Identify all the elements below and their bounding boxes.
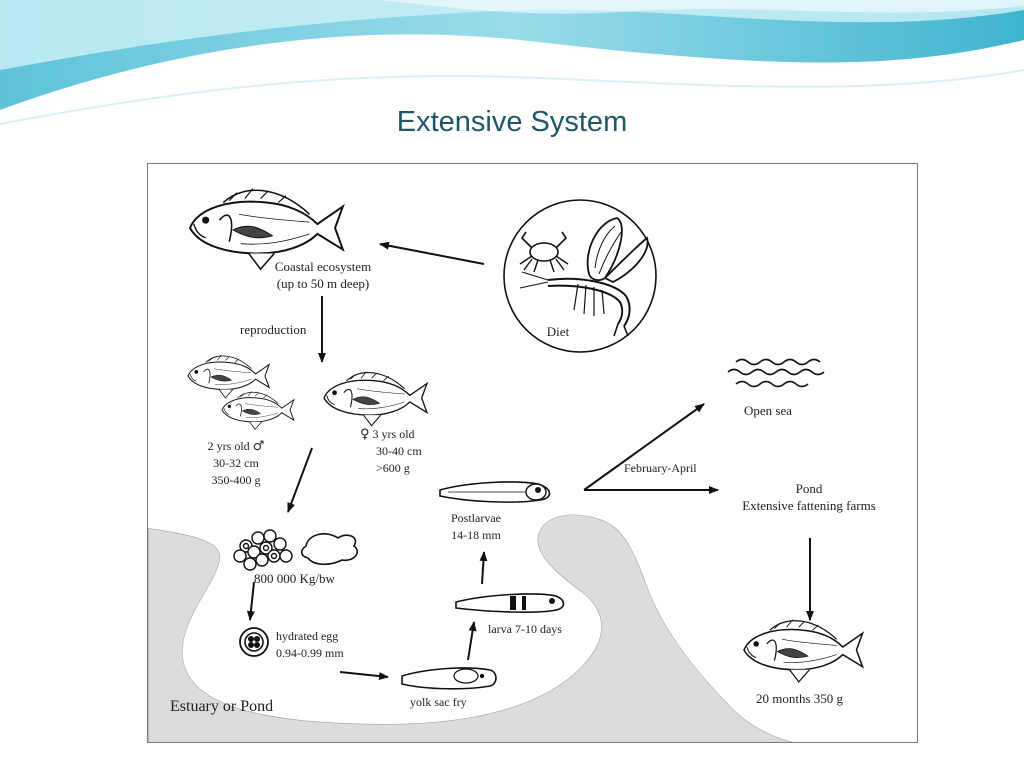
coastal-label: Coastal ecosystem (up to 50 m deep) — [254, 258, 392, 292]
shrimp-drawing — [519, 271, 631, 337]
coastal-label-line1: Coastal ecosystem — [274, 259, 372, 274]
arrow-hydrated-to-fry — [339, 671, 389, 681]
yolk-sac-label: yolk sac fry — [410, 695, 467, 709]
female-age: 3 yrs old — [372, 427, 415, 441]
pond-line2: Extensive fattening farms — [742, 498, 876, 513]
female-weight: >600 g — [376, 461, 410, 475]
eggs-drawing — [233, 529, 293, 571]
diet-circle — [503, 199, 657, 353]
postlarvae-line2: 14-18 mm — [451, 528, 501, 542]
female-info: ♀ 3 yrs old 30-40 cm >600 g — [360, 426, 450, 477]
arrow-diet-to-coastal — [379, 241, 485, 265]
pond-label: Pond Extensive fattening farms — [726, 480, 892, 514]
male-symbol: ♂ — [252, 439, 265, 454]
arrow-to-open-sea — [583, 403, 705, 491]
postlarvae-line1: Postlarvae — [451, 511, 501, 525]
pond-line1: Pond — [795, 481, 823, 496]
hydrated-egg-label: hydrated egg 0.94-0.99 mm — [276, 628, 344, 662]
larva-drawing — [455, 593, 565, 613]
diagram-drawing — [148, 164, 917, 742]
male-length: 30-32 cm — [213, 456, 259, 470]
postlarvae-drawing — [439, 481, 551, 503]
final-label: 20 months 350 g — [756, 691, 844, 706]
arrow-eggs-to-hydrated — [246, 581, 255, 621]
eggs-label: 800 000 Kg/bw — [254, 571, 335, 586]
male-age-row: 2 yrs old ♂ — [192, 438, 280, 455]
female-symbol: ♀ — [360, 427, 370, 442]
egg-mass-drawing — [300, 533, 358, 566]
open-sea-waves-drawing — [727, 358, 825, 388]
wave-banner — [0, 0, 1024, 125]
season-label: February-April — [624, 461, 697, 475]
crab-drawing — [519, 231, 569, 273]
arrow-larva-to-postlarvae — [479, 551, 488, 585]
male-info: 2 yrs old ♂ 30-32 cm 350-400 g — [192, 438, 280, 489]
female-length: 30-40 cm — [376, 444, 422, 458]
hydrated-egg-drawing — [239, 627, 269, 657]
arrow-adults-to-eggs — [287, 447, 313, 513]
reproduction-label: reproduction — [240, 322, 307, 337]
diet-label: Diet — [546, 324, 570, 339]
female-age-row: ♀ 3 yrs old — [360, 426, 450, 443]
postlarvae-label: Postlarvae 14-18 mm — [436, 510, 516, 544]
male-weight: 350-400 g — [211, 473, 261, 487]
slide-title: Extensive System — [396, 106, 628, 138]
estuary-label: Estuary or Pond — [170, 698, 274, 715]
larva-label: larva 7-10 days — [488, 622, 562, 636]
open-sea-label: Open sea — [744, 403, 793, 418]
arrow-fry-to-larva — [467, 621, 477, 661]
life-cycle-diagram: Diet Coastal ecosystem (up to 50 m deep)… — [147, 163, 918, 743]
male-age: 2 yrs old — [207, 439, 250, 453]
coastal-label-line2: (up to 50 m deep) — [276, 276, 370, 291]
yolk-sac-fry-drawing — [401, 667, 497, 690]
hydrated-egg-line1: hydrated egg — [276, 629, 339, 643]
hydrated-egg-line2: 0.94-0.99 mm — [276, 646, 344, 660]
mussel-drawing — [586, 217, 649, 284]
